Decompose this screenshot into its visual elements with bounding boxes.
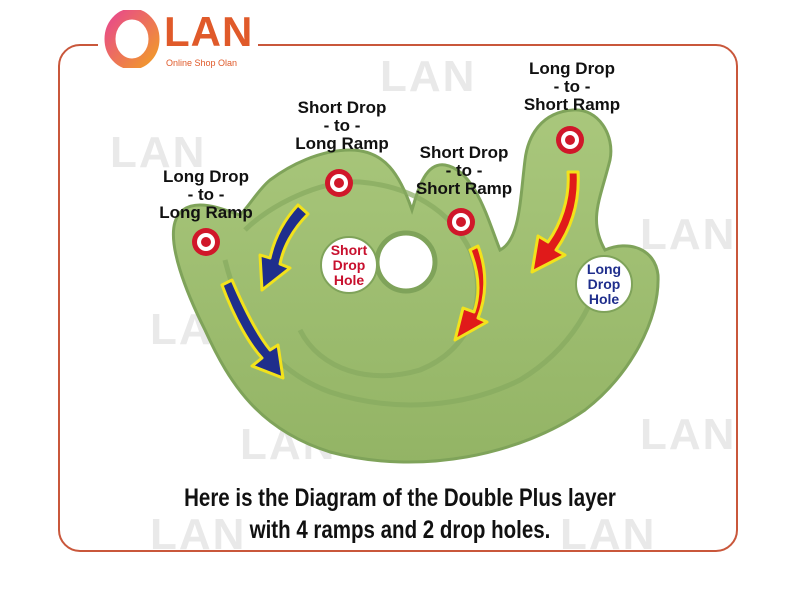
label-long-drop-short-ramp: Long Drop - to - Short Ramp	[523, 59, 621, 114]
target-icon	[447, 208, 475, 236]
watermark: LAN	[640, 210, 737, 259]
short-drop-hole	[320, 236, 378, 294]
watermark: LAN	[560, 510, 657, 559]
caption-line-1: Here is the Diagram of the Double Plus l…	[184, 484, 616, 512]
label-short-drop-long-ramp: Short Drop - to - Long Ramp	[295, 98, 389, 153]
arrow-blue-long-ramp	[220, 278, 285, 380]
label-short-drop-hole: Short Drop Hole	[330, 242, 368, 288]
target-icon	[556, 126, 584, 154]
watermark: LAN	[640, 410, 737, 459]
logo-tagline: Online Shop Olan	[166, 58, 238, 68]
watermark: LAN	[380, 52, 477, 101]
long-drop-hole	[575, 255, 633, 313]
brand-logo: LAN Online Shop Olan	[98, 6, 258, 72]
arrow-blue-short-drop	[258, 203, 310, 292]
border-frame	[58, 44, 738, 552]
target-icon	[325, 169, 353, 197]
arrow-red-short-ramp	[453, 244, 489, 342]
caption-line-2: with 4 ramps and 2 drop holes.	[249, 516, 551, 544]
target-icon	[192, 228, 220, 256]
label-long-drop-long-ramp: Long Drop - to - Long Ramp	[159, 167, 253, 222]
watermark: LAN	[150, 510, 247, 559]
label-short-drop-short-ramp: Short Drop - to - Short Ramp	[415, 143, 513, 198]
logo-text: LAN	[164, 8, 254, 55]
logo-ring-icon	[104, 10, 160, 68]
center-hole	[374, 230, 438, 294]
diagram-caption: Here is the Diagram of the Double Plus l…	[138, 482, 663, 546]
arrow-red-long-drop	[530, 170, 580, 274]
label-long-drop-hole: Long Drop Hole	[586, 261, 622, 307]
watermark: LAN	[110, 128, 207, 177]
